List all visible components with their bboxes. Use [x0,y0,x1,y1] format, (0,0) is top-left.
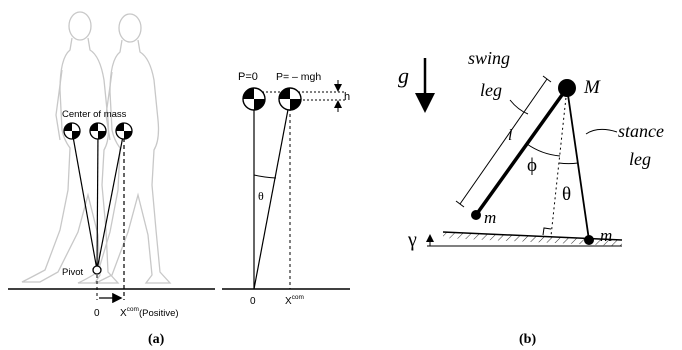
length-dim-line [459,78,548,205]
stance-label-1: stance [618,121,664,141]
caption-b: (b) [519,332,536,347]
h-label: h [344,91,350,103]
p-zero-label: P=0 [238,71,258,83]
theta-label-a: θ [258,189,264,203]
pivot-point [92,265,102,275]
m-left-label: m [484,208,496,227]
caption-a: (a) [148,332,165,347]
M-label: M [583,77,601,98]
stance-label-2: leg [629,149,651,169]
g-label: g [398,63,409,88]
phi-label: ϕ [527,155,537,176]
slope-hatching [443,232,622,246]
p-neg-label: P= – mgh [276,71,321,83]
com-symbol-1 [63,122,81,140]
com-symbol-2 [89,122,107,140]
panel-a: Center of mass Pivot 0 Xcom(Positive) θ … [8,11,350,347]
com-symbol-3 [115,122,133,140]
tilted-rod [253,98,291,290]
center-of-mass-label: Center of mass [62,109,127,120]
swing-label-2: leg [480,80,502,100]
phi-arc [526,143,561,157]
theta-arc-b [558,162,579,165]
leg-line-3 [96,130,125,271]
swing-foot-mass [471,210,481,220]
com-symbol-tilted [278,87,302,111]
stance-foot-mass [584,235,594,245]
theta-arc [253,174,277,179]
axis-zero-label: 0 [94,308,100,319]
swing-label-1: swing [468,48,510,68]
stance-leg-line [566,87,590,241]
stance-pointer [585,128,618,135]
walking-figures [21,11,172,284]
pivot-label: Pivot [62,267,83,278]
vertical-dotted-line [550,87,568,237]
swing-leg-line [474,86,569,217]
l-label: l [508,127,513,144]
swing-pointer [509,99,529,115]
axis-zero-label-2: 0 [250,296,256,307]
theta-label-b: θ [562,184,571,205]
com-symbol-top [242,87,266,111]
m-right-label: m [600,226,612,245]
leg-line-2 [96,130,99,271]
gamma-label: γ [407,229,417,251]
hip-mass-M [558,79,576,97]
xcom-label-2: Xcom [285,294,304,307]
leg-line-1 [71,130,98,271]
xcom-label: Xcom(Positive) [120,306,179,319]
panel-b: g γ l ϕ θ M m m swing [398,48,664,347]
